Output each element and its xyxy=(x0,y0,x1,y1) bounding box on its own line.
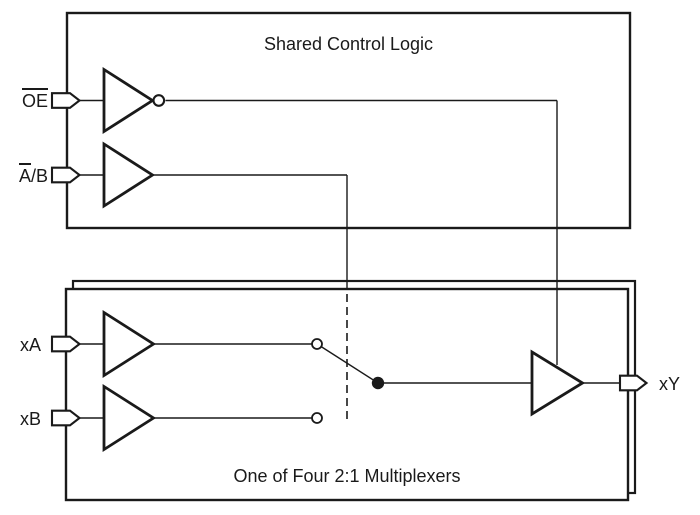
ab-label-plain: /B xyxy=(30,166,48,186)
switch-pole-dot-icon xyxy=(371,376,385,390)
oe-label-overlined: OE xyxy=(21,88,48,110)
switch-contact-a-icon xyxy=(311,338,323,350)
xa-input-pin-icon xyxy=(50,335,82,353)
ab-label-overlined: A xyxy=(18,163,31,185)
switch-wiper xyxy=(320,346,379,384)
xy-label: xY xyxy=(659,374,681,394)
control-block-title: Shared Control Logic xyxy=(263,34,434,54)
switch-contact-b-icon xyxy=(311,412,323,424)
xb-buffer-gate xyxy=(102,383,157,453)
output-buffer-gate xyxy=(530,349,586,417)
xb-input-pin-icon xyxy=(50,409,82,427)
xb-label: xB xyxy=(20,409,42,429)
ab-input-pin-icon xyxy=(50,166,82,184)
mux-block-title: One of Four 2:1 Multiplexers xyxy=(233,466,461,486)
pins xyxy=(50,92,649,427)
xa-label: xA xyxy=(20,335,42,355)
inverter-bubble-icon xyxy=(152,94,166,107)
xy-output-pin-icon xyxy=(618,374,649,392)
gates xyxy=(102,66,586,453)
control-logic-box xyxy=(65,11,632,230)
xa-buffer-gate xyxy=(102,309,157,379)
oe-input-pin-icon xyxy=(50,92,82,109)
oe-label: OE xyxy=(8,88,48,112)
ab-label: A/B xyxy=(8,163,48,187)
oe-inverter-gate xyxy=(102,66,156,135)
ab-buffer-gate xyxy=(102,141,156,209)
wires xyxy=(79,99,621,419)
